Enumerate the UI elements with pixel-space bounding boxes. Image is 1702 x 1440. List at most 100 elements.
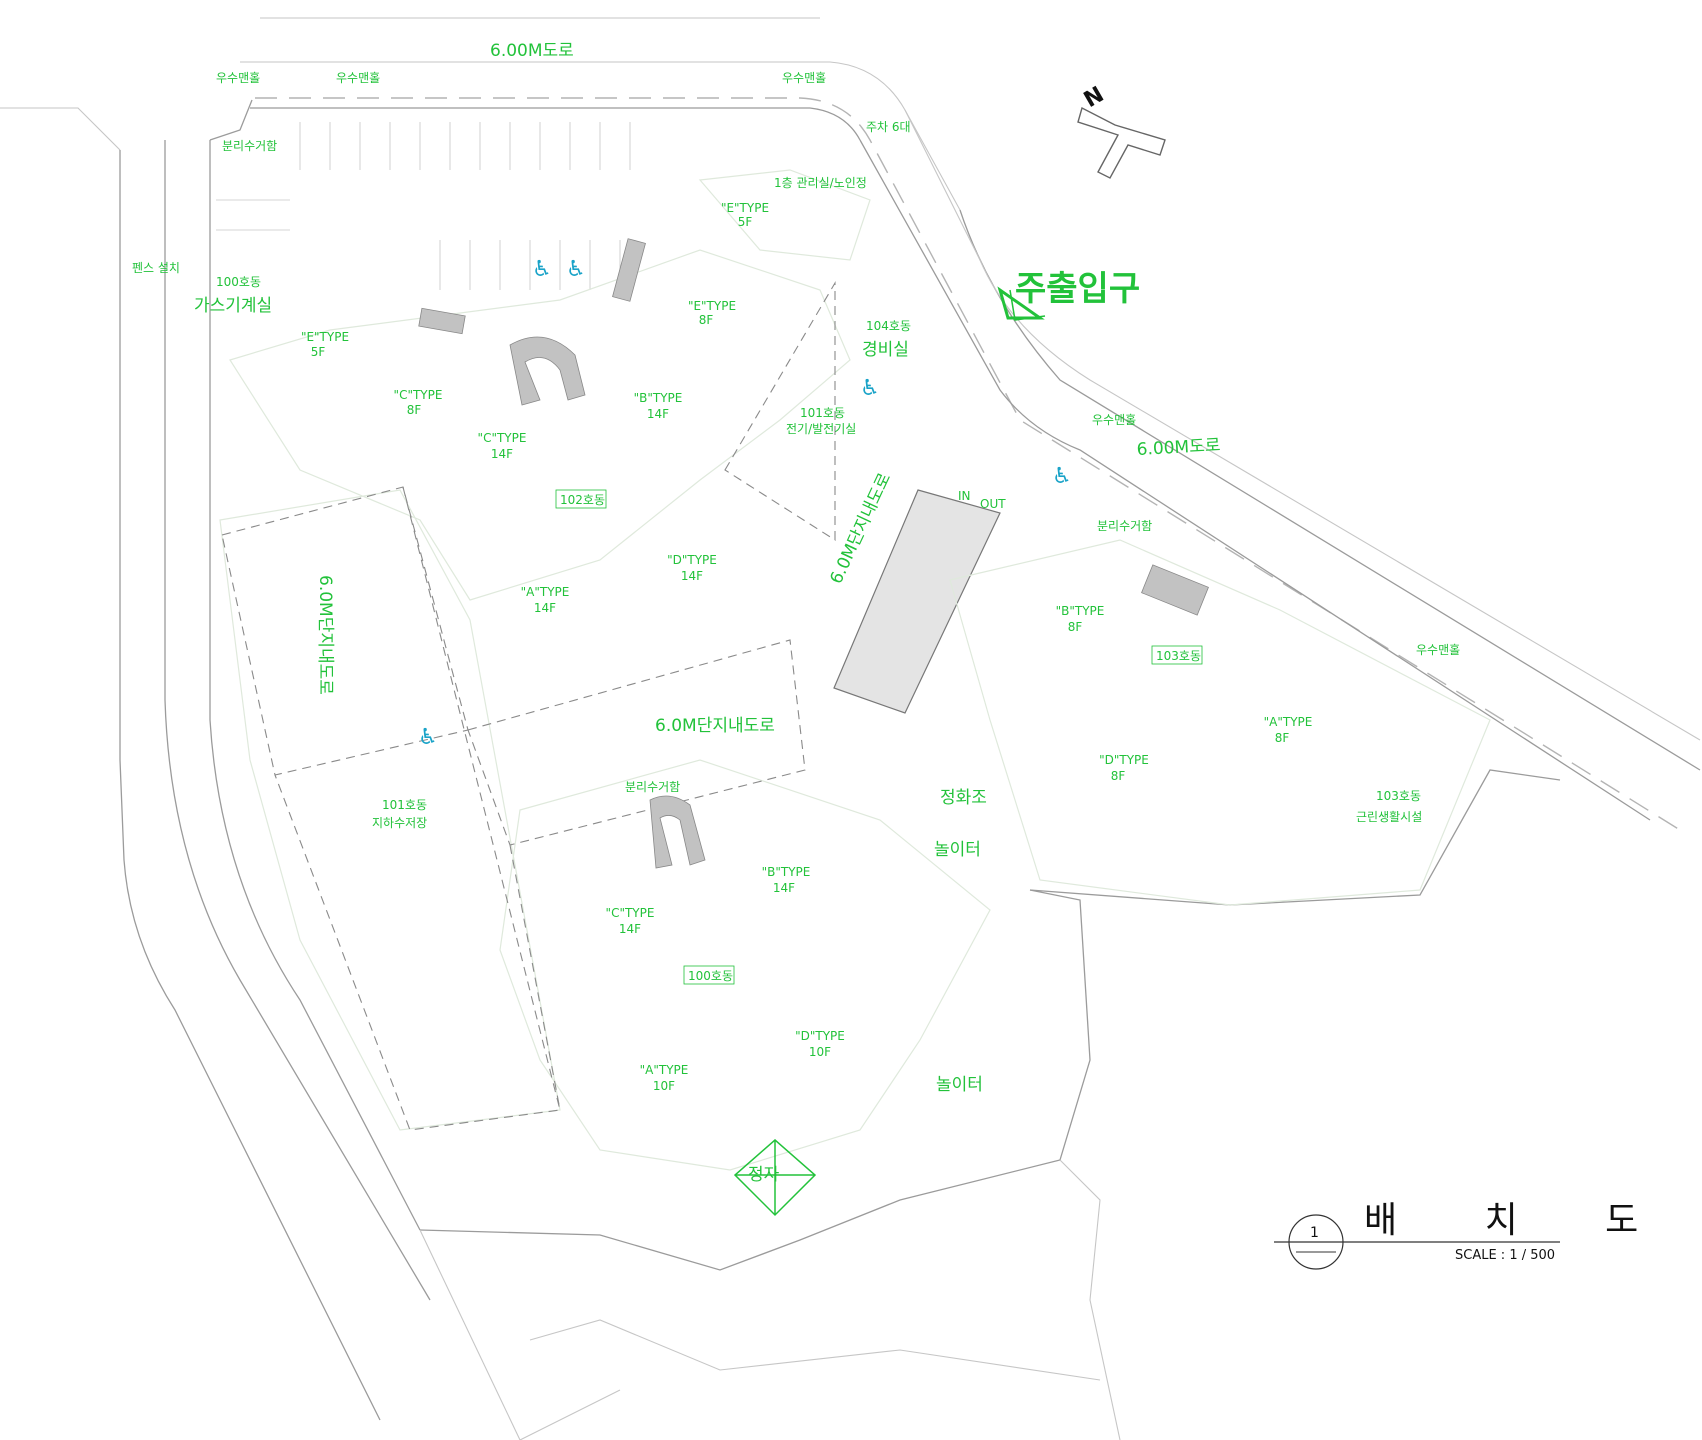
building-1-tag: 102호동 bbox=[560, 493, 605, 507]
unit-type: "A"TYPE 10F bbox=[640, 1063, 689, 1093]
wheelchair-icon: ♿ bbox=[860, 376, 880, 401]
building-3-tag: 100호동 bbox=[688, 969, 733, 983]
svg-text:5F: 5F bbox=[311, 345, 326, 359]
svg-text:14F: 14F bbox=[491, 447, 513, 461]
unit-type: "A"TYPE 14F bbox=[521, 585, 570, 615]
manhole-1-label: 우수맨홀 bbox=[216, 71, 260, 85]
svg-text:14F: 14F bbox=[773, 881, 795, 895]
wheelchair-icon: ♿ bbox=[418, 725, 438, 750]
title-block: 1 배 치 도 SCALE : 1 / 500 bbox=[1274, 1200, 1676, 1270]
svg-text:8F: 8F bbox=[699, 313, 714, 327]
in-label: IN bbox=[958, 489, 971, 503]
unit-type: "D"TYPE 14F bbox=[667, 553, 717, 583]
svg-text:"C"TYPE: "C"TYPE bbox=[478, 431, 527, 445]
trash-top-label: 분리수거함 bbox=[222, 139, 277, 153]
svg-text:"E"TYPE: "E"TYPE bbox=[721, 201, 769, 215]
building-footprints bbox=[219, 169, 1491, 1171]
facility-labels: 100호동 가스기계실 104호동 경비실 101호동 전기/발전기실 101호… bbox=[132, 71, 1460, 1185]
svg-text:14F: 14F bbox=[619, 922, 641, 936]
building-tags: 102호동 103호동 100호동 bbox=[555, 489, 1203, 985]
trash-right-label: 분리수거함 bbox=[1097, 519, 1152, 533]
gas-facility-tag: 100호동 bbox=[216, 275, 261, 289]
guard-tag: 104호동 bbox=[866, 319, 911, 333]
main-entrance-label: 주출입구 bbox=[1015, 269, 1140, 309]
road-labels: 6.00M도로 6.00M도로 6.0M단지내도로 6.0M단지내도로 6.0M… bbox=[315, 41, 1221, 736]
svg-text:"D"TYPE: "D"TYPE bbox=[795, 1029, 845, 1043]
unit-type: "C"TYPE 14F bbox=[478, 431, 527, 461]
manhole-3-label: 우수맨홀 bbox=[782, 71, 826, 85]
svg-text:5F: 5F bbox=[738, 215, 753, 229]
management-label: 1층 관리실/노인정 bbox=[774, 176, 867, 190]
right-manhole-label: 우수맨홀 bbox=[1092, 413, 1136, 427]
svg-text:10F: 10F bbox=[653, 1079, 675, 1093]
svg-text:"E"TYPE: "E"TYPE bbox=[688, 299, 736, 313]
right-road-label: 6.00M도로 bbox=[1136, 436, 1221, 460]
landscape-symbols bbox=[733, 286, 1046, 1217]
north-arrow-icon: N bbox=[1077, 82, 1166, 179]
unit-type: "D"TYPE 10F bbox=[795, 1029, 845, 1059]
top-road-label: 6.00M도로 bbox=[490, 41, 574, 61]
unit-type: "A"TYPE 8F bbox=[1264, 715, 1313, 745]
title-number: 1 bbox=[1310, 1225, 1319, 1241]
wheelchair-icon: ♿ bbox=[566, 257, 586, 282]
unit-type: "B"TYPE 14F bbox=[762, 865, 811, 895]
pump-tag: 101호동 bbox=[382, 798, 427, 812]
pavilion-label: 정자 bbox=[748, 1165, 780, 1185]
svg-text:8F: 8F bbox=[1275, 731, 1290, 745]
svg-text:"E"TYPE: "E"TYPE bbox=[301, 330, 349, 344]
manhole-2-label: 우수맨홀 bbox=[336, 71, 380, 85]
svg-text:14F: 14F bbox=[534, 601, 556, 615]
unit-type: "B"TYPE 8F bbox=[1056, 604, 1105, 634]
inner-road-left-label: 6.0M단지내도로 bbox=[315, 575, 335, 695]
unit-type: "D"TYPE 8F bbox=[1099, 753, 1149, 783]
svg-text:14F: 14F bbox=[647, 407, 669, 421]
out-label: OUT bbox=[980, 497, 1006, 511]
scale-label: SCALE : 1 / 500 bbox=[1455, 1248, 1555, 1263]
svg-text:"D"TYPE: "D"TYPE bbox=[1099, 753, 1149, 767]
svg-text:"C"TYPE: "C"TYPE bbox=[394, 388, 443, 402]
unit-type: "C"TYPE 14F bbox=[606, 906, 655, 936]
guard-label: 경비실 bbox=[862, 340, 909, 360]
svg-text:8F: 8F bbox=[1068, 620, 1083, 634]
svg-text:"B"TYPE: "B"TYPE bbox=[634, 391, 683, 405]
manhole-4-label: 우수맨홀 bbox=[1416, 643, 1460, 657]
svg-text:"B"TYPE: "B"TYPE bbox=[762, 865, 811, 879]
dashed-outlines bbox=[221, 280, 836, 1131]
electric-label: 전기/발전기실 bbox=[786, 422, 856, 436]
svg-text:"C"TYPE: "C"TYPE bbox=[606, 906, 655, 920]
garden-label: 정화조 bbox=[940, 788, 987, 808]
drawing-title: 배 치 도 bbox=[1364, 1200, 1676, 1241]
electric-tag: 101호동 bbox=[800, 406, 845, 420]
svg-text:"A"TYPE: "A"TYPE bbox=[640, 1063, 689, 1077]
fence-label: 펜스 설치 bbox=[132, 261, 180, 275]
svg-text:8F: 8F bbox=[1111, 769, 1126, 783]
parking-area bbox=[216, 122, 1001, 714]
playground-1-label: 놀이터 bbox=[934, 840, 981, 860]
gas-facility-label: 가스기계실 bbox=[194, 296, 272, 316]
wheelchair-icon: ♿ bbox=[532, 257, 552, 282]
svg-text:"A"TYPE: "A"TYPE bbox=[1264, 715, 1313, 729]
trash-mid-label: 분리수거함 bbox=[625, 780, 680, 794]
svg-text:"B"TYPE: "B"TYPE bbox=[1056, 604, 1105, 618]
inner-road-center-label: 6.0M단지내도로 bbox=[655, 716, 775, 736]
structure-fragments bbox=[418, 238, 1209, 869]
svg-text:"D"TYPE: "D"TYPE bbox=[667, 553, 717, 567]
wheelchair-icon: ♿ bbox=[1052, 464, 1072, 489]
pump-label: 지하수저장 bbox=[372, 816, 427, 830]
unit-type: "B"TYPE 14F bbox=[634, 391, 683, 421]
svg-text:10F: 10F bbox=[809, 1045, 831, 1059]
svg-text:14F: 14F bbox=[681, 569, 703, 583]
playground-2-label: 놀이터 bbox=[936, 1075, 983, 1095]
retail-label: 근린생활시설 bbox=[1356, 810, 1422, 824]
svg-text:"A"TYPE: "A"TYPE bbox=[521, 585, 570, 599]
accessible-parking: ♿ ♿ ♿ ♿ ♿ bbox=[418, 257, 1072, 750]
retail-tag: 103호동 bbox=[1376, 789, 1421, 803]
corner-label: 주차 6대 bbox=[866, 120, 911, 134]
svg-text:8F: 8F bbox=[407, 403, 422, 417]
